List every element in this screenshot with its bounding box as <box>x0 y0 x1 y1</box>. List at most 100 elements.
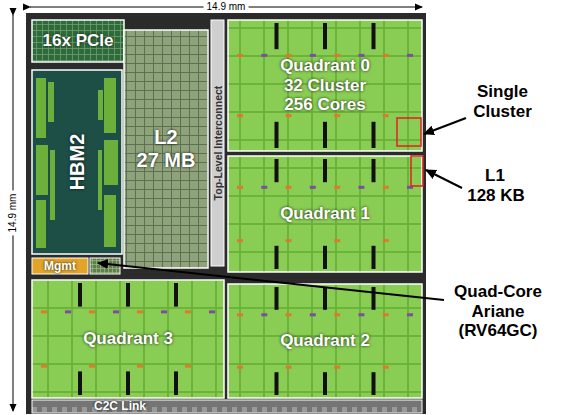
cluster-dot <box>334 114 340 117</box>
cluster-bar <box>372 246 376 269</box>
hbm-circuit <box>48 82 54 122</box>
callout-label: 128 KB <box>460 186 532 206</box>
dimension-label: 14.9 mm <box>204 2 249 12</box>
hbm-circuit <box>98 150 102 210</box>
block-label: Quadrant 2 <box>280 331 370 351</box>
cluster-dot <box>41 310 47 313</box>
cluster-highlight <box>397 118 421 146</box>
cluster-dot <box>383 366 389 369</box>
die-outline <box>26 13 426 414</box>
cluster-dot <box>286 114 292 117</box>
ariane-area <box>90 258 120 274</box>
l1-highlight <box>411 156 423 186</box>
block-label: Quadrant 1 <box>280 204 370 224</box>
cluster-dot <box>286 186 292 189</box>
cluster-dot <box>407 313 413 316</box>
block-label: Quadrant 3 <box>83 329 173 349</box>
cluster-bar <box>126 283 130 307</box>
hbm-circuit <box>36 145 48 195</box>
hbm-circuit <box>36 200 46 248</box>
cluster-bar <box>275 23 279 49</box>
cluster-dot <box>185 310 191 313</box>
cluster-dot <box>383 114 389 117</box>
cluster-bar <box>78 283 82 307</box>
cluster-dot <box>383 239 389 242</box>
cluster-dot <box>237 239 243 242</box>
quadrant-area <box>228 20 422 151</box>
cluster-dot <box>383 54 389 57</box>
cluster-dot <box>334 313 340 316</box>
block-label: C2C Link <box>94 400 146 413</box>
leader-arrow <box>98 263 444 300</box>
cluster-bar <box>126 371 130 395</box>
cluster-bar <box>372 287 376 310</box>
cluster-dot <box>137 365 143 368</box>
cluster-dot <box>209 310 215 313</box>
leader-arrow <box>424 118 466 134</box>
cluster-dot <box>334 366 340 369</box>
hbm-block: HBM2 <box>32 70 122 254</box>
cluster-bar <box>323 246 327 269</box>
cluster-dot <box>237 313 243 316</box>
block-label: L2 <box>154 126 177 149</box>
cluster-dot <box>237 54 243 57</box>
cluster-dot <box>310 313 316 316</box>
block-label: 16x PCIe <box>43 31 114 51</box>
mgmt-block: Mgmt <box>32 258 88 274</box>
cluster-bar <box>372 372 376 395</box>
c2c-area <box>32 400 422 413</box>
mgmt-area <box>32 258 88 274</box>
block-label: Quadrant 0 32 Cluster 256 Cores <box>271 56 379 115</box>
cluster-dot <box>383 313 389 316</box>
cluster-dot <box>237 114 243 117</box>
hbm-circuit <box>98 90 103 120</box>
callout-label: Single Cluster <box>455 82 550 121</box>
cluster-dot <box>334 239 340 242</box>
quadrant-block: Quadrant 0 32 Cluster 256 Cores <box>228 20 422 151</box>
callout-label: Quad-Core Ariane (RV64GC) <box>448 282 548 341</box>
cluster-bar <box>372 122 376 148</box>
l2-cache-block: L227 MB <box>124 30 208 268</box>
cluster-dot <box>237 366 243 369</box>
cluster-dot <box>358 313 364 316</box>
quadrant-area <box>32 280 224 398</box>
cluster-dot <box>310 186 316 189</box>
pcie-area <box>32 20 124 62</box>
c2c-link-band: C2C Link <box>32 400 422 413</box>
cluster-dot <box>41 365 47 368</box>
cluster-dot <box>237 186 243 189</box>
block-label: 27 MB <box>137 149 196 172</box>
cluster-dot <box>261 313 267 316</box>
cluster-dot <box>383 186 389 189</box>
quadrant-block: Quadrant 2 <box>228 284 422 398</box>
cluster-bar <box>275 122 279 148</box>
cluster-dot <box>89 365 95 368</box>
hbm-circuit <box>50 150 55 220</box>
hbm-circuit <box>104 140 118 185</box>
cluster-dot <box>286 366 292 369</box>
cluster-bar <box>323 159 327 182</box>
cluster-dot <box>334 186 340 189</box>
cluster-dot <box>286 313 292 316</box>
hbm-circuit <box>36 78 46 138</box>
cluster-dot <box>261 186 267 189</box>
cluster-dot <box>137 310 143 313</box>
cluster-bar <box>275 246 279 269</box>
cluster-dot <box>185 365 191 368</box>
cluster-dot <box>161 310 167 313</box>
cluster-bar <box>323 23 327 49</box>
cluster-bar <box>275 159 279 182</box>
l2-area <box>124 30 208 268</box>
cluster-bar <box>323 372 327 395</box>
cluster-bar <box>174 283 178 307</box>
quadrant-area <box>228 284 422 398</box>
cluster-dot <box>407 54 413 57</box>
quadrant-block: Quadrant 1 <box>228 156 422 272</box>
cluster-bar <box>372 23 376 49</box>
callout-label: L1 <box>470 166 520 186</box>
cluster-bar <box>323 287 327 310</box>
block-label: Mgmt <box>44 258 76 274</box>
cluster-dot <box>358 186 364 189</box>
cluster-dot <box>286 239 292 242</box>
dimension-label: 14.9 mm <box>8 191 18 236</box>
